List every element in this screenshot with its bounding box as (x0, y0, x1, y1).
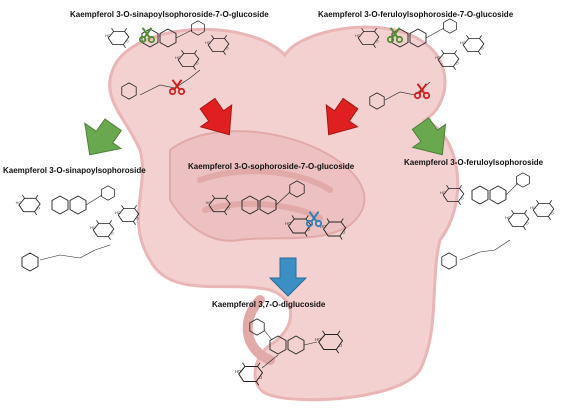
compound-label-mid-center: Kaempferol 3-O-sophoroside-7-O-glucoside (188, 162, 355, 171)
arrow-down-icon (199, 97, 233, 136)
molecule-mid-center (205, 180, 347, 240)
arrow-down-icon (325, 97, 359, 136)
arrow-down-icon (84, 118, 123, 156)
arrow-down-icon (411, 117, 447, 156)
molecule-bottom (235, 318, 344, 386)
molecule-mid-left (15, 185, 140, 272)
compound-label-mid-left: Kaempferol 3-O-sinapoylsophoroside (3, 166, 146, 175)
compound-label-bottom: Kaempferol 3,7-O-diglucoside (212, 300, 326, 309)
compound-label-mid-right: Kaempferol 3-O-feruloylsophoroside (404, 158, 544, 167)
molecule-mid-right (440, 172, 555, 270)
compound-label-top-right: Kaempferol 3-O-feruloylsophoroside-7-O-g… (318, 10, 514, 19)
compound-label-top-left: Kaempferol 3-O-sinapoylsophoroside-7-O-g… (70, 10, 269, 19)
arrow-down-icon (268, 257, 308, 297)
intestine-illustration (108, 25, 460, 402)
